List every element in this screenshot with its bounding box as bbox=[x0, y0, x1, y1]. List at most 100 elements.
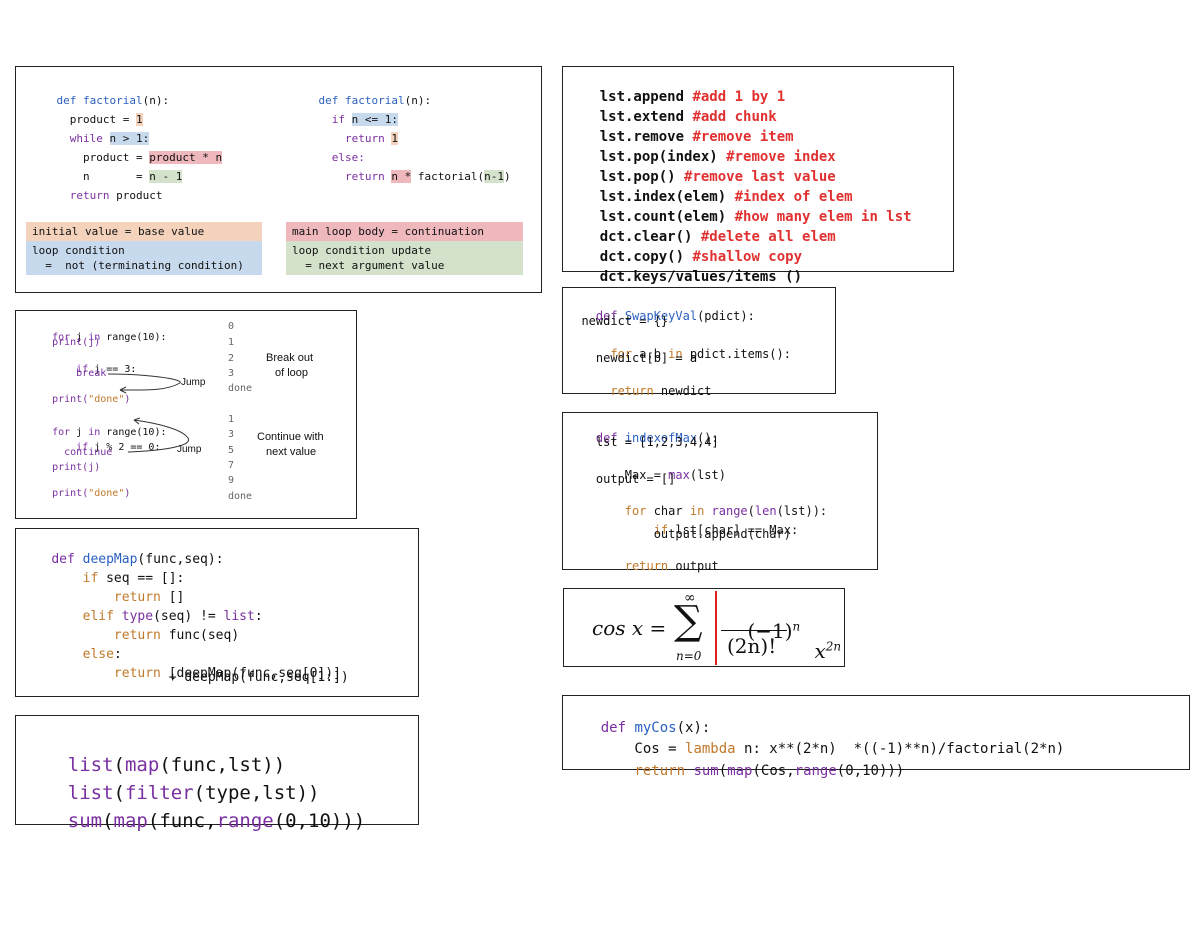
sum-upper-limit: ∞ bbox=[684, 590, 696, 606]
swap-return-line: return newdict bbox=[595, 384, 712, 398]
break-jump-arrow bbox=[107, 373, 181, 391]
break-label-line-2: of loop bbox=[275, 367, 309, 379]
jump-arrows bbox=[107, 373, 189, 453]
function-name: factorial bbox=[83, 94, 143, 107]
break-if-line: if j == 3: bbox=[52, 364, 137, 375]
deepmap-return-empty-line: return [] bbox=[51, 590, 185, 605]
continue-label-line-2: next value bbox=[266, 446, 317, 458]
iter-while-line: while n > 1: bbox=[69, 132, 150, 145]
mycos-lambda-line: Cos = lambda n: x**(2*n) *((-1)**n)/fact… bbox=[600, 741, 1065, 757]
deepmap-if-line: if seq == []: bbox=[51, 571, 185, 586]
continue-output-9: 9 bbox=[228, 475, 235, 486]
rec-else-line: else: bbox=[318, 151, 365, 164]
legend-main-loop-body: main loop body = continuation bbox=[286, 222, 523, 241]
method-line: lst.pop() #remove last value bbox=[599, 169, 836, 185]
numerator: (−1)n bbox=[747, 619, 801, 643]
deepmap-box: def deepMap(func,seq): if seq == []: ret… bbox=[15, 528, 419, 697]
rec-if-line: if n <= 1: bbox=[318, 113, 398, 126]
list-dict-methods-box: lst.append #add 1 by 1 lst.extend #add c… bbox=[562, 66, 954, 285]
continue-statement-line: continue bbox=[28, 447, 113, 458]
summation-symbol: ∑ bbox=[674, 598, 703, 644]
cosine-series-formula-box: cos x = ∞ ∑ n=0 (−1)n (2n)! x2n bbox=[563, 588, 845, 667]
swap-newdict-line: newdict = {} bbox=[567, 314, 669, 328]
rec-return-base-line: return 1 bbox=[318, 132, 398, 145]
indexmax-lst-line: lst = [1,2,3,4,4] bbox=[567, 435, 719, 449]
loop-body-highlight: product * n bbox=[149, 151, 223, 164]
continue-output-3: 3 bbox=[228, 429, 235, 440]
break-continue-box: for j in range(10): print(j) if j == 3: … bbox=[15, 310, 357, 519]
deepmap-elif-line: elif type(seq) != list: bbox=[51, 609, 263, 624]
power-term: x2n bbox=[814, 639, 842, 663]
list-filter-line: list(filter(type,lst)) bbox=[67, 782, 320, 804]
continue-output-5: 5 bbox=[228, 445, 235, 456]
legend-loop-update: loop condition update = next argument va… bbox=[286, 241, 523, 275]
break-statement-line: break bbox=[28, 368, 107, 379]
jump-label-break: Jump bbox=[181, 377, 206, 388]
break-output-done: done bbox=[228, 383, 253, 394]
rec-return-recursive-line: return n * factorial(n-1) bbox=[318, 170, 511, 183]
break-output-3: 3 bbox=[228, 368, 235, 379]
break-label-line-1: Break out bbox=[266, 352, 314, 364]
continue-label-line-1: Continue with bbox=[257, 431, 324, 443]
iter-return-line: return product bbox=[56, 189, 163, 202]
update-highlight: n - 1 bbox=[149, 170, 183, 183]
indexmax-def-line: def indexofMax(): bbox=[595, 431, 719, 445]
sum-map-line: sum(map(func,range(0,10))) bbox=[67, 810, 366, 832]
indexmax-output-line: output = [] bbox=[567, 472, 676, 486]
fraction-bar bbox=[721, 630, 787, 631]
continue-output-7: 7 bbox=[228, 460, 235, 471]
rec-def-line: def factorial(n): bbox=[318, 94, 432, 107]
indexmax-return-line: return output bbox=[595, 559, 719, 573]
continue-output-1: 1 bbox=[228, 414, 235, 425]
method-line: dct.keys/values/items () bbox=[599, 269, 803, 285]
swapkeyval-box: def SwapKeyVal(pdict): newdict = {} for … bbox=[562, 287, 836, 398]
jump-label-continue: Jump bbox=[177, 444, 202, 455]
indexmax-max-line: Max = max(lst) bbox=[595, 468, 726, 482]
deepmap-continuation-line: + deepMap(func,seq[1:]) bbox=[20, 670, 349, 685]
continue-jump-arrow bbox=[127, 419, 189, 453]
mycos-box: def myCos(x): Cos = lambda n: x**(2*n) *… bbox=[562, 695, 1190, 779]
initial-value-highlight: 1 bbox=[135, 113, 143, 126]
method-line: lst.index(elem) #index of elem bbox=[599, 189, 853, 205]
map-filter-box: list(map(func,lst)) list(filter(type,lst… bbox=[15, 715, 419, 832]
deepmap-return-recursive-line: return [deepMap(func,seq[0])] bbox=[51, 666, 341, 681]
continue-print-done-line: print("done") bbox=[52, 488, 131, 499]
sum-lower-limit: n=0 bbox=[676, 649, 702, 663]
method-line: dct.copy() #shallow copy bbox=[599, 249, 803, 265]
indexofmax-box: def indexofMax(): lst = [1,2,3,4,4] Max … bbox=[562, 412, 878, 573]
swap-assign-line: newdict[b] = a bbox=[567, 351, 698, 365]
deepmap-else-line: else: bbox=[51, 647, 122, 662]
denominator: (2n)! bbox=[727, 634, 777, 658]
break-output-0: 0 bbox=[228, 321, 235, 332]
continue-for-line: for j in range(10): bbox=[52, 427, 167, 438]
break-print-line: print(j) bbox=[28, 337, 101, 348]
deepmap-def-line: def deepMap(func,seq): bbox=[51, 552, 224, 567]
legend-loop-condition: loop condition = not (terminating condit… bbox=[26, 241, 262, 275]
method-line: dct.clear() #delete all elem bbox=[599, 229, 836, 245]
method-line: lst.remove #remove item bbox=[599, 129, 794, 145]
method-line: lst.pop(index) #remove index bbox=[599, 149, 836, 165]
indexmax-for-line: for char in range(len(lst)): bbox=[595, 504, 828, 518]
continue-output-done: done bbox=[228, 491, 253, 502]
legend-initial-value: initial value = base value bbox=[26, 222, 262, 241]
factorial-comparison-box: def factorial(n): product = 1 while n > … bbox=[15, 66, 542, 293]
iter-product-update-line: product = product * n bbox=[56, 151, 223, 164]
method-line: lst.append #add 1 by 1 bbox=[599, 89, 786, 105]
break-output-2: 2 bbox=[228, 353, 235, 364]
break-print-done-line: print("done") bbox=[52, 394, 131, 405]
break-output-1: 1 bbox=[228, 337, 235, 348]
mycos-return-line: return sum(map(Cos,range(0,10))) bbox=[600, 763, 905, 779]
loop-condition-highlight: n > 1: bbox=[109, 132, 150, 145]
swap-for-line: for a,b in pdict.items(): bbox=[595, 347, 791, 361]
list-map-line: list(map(func,lst)) bbox=[67, 754, 286, 776]
indexmax-if-line: if lst[char] == Max: bbox=[595, 523, 799, 537]
highlight-divider bbox=[715, 591, 717, 665]
indexmax-append-line: output.append(char) bbox=[567, 527, 791, 541]
formula-lhs: cos x = bbox=[592, 616, 667, 640]
deepmap-return-func-line: return func(seq) bbox=[51, 628, 240, 643]
continue-if-line: if j % 2 == 0: bbox=[52, 442, 161, 453]
iter-def-line: def factorial(n): bbox=[56, 94, 170, 107]
method-line: lst.count(elem) #how many elem in lst bbox=[599, 209, 912, 225]
iter-product-init-line: product = 1 bbox=[56, 113, 143, 126]
iter-n-update-line: n = n - 1 bbox=[56, 170, 183, 183]
